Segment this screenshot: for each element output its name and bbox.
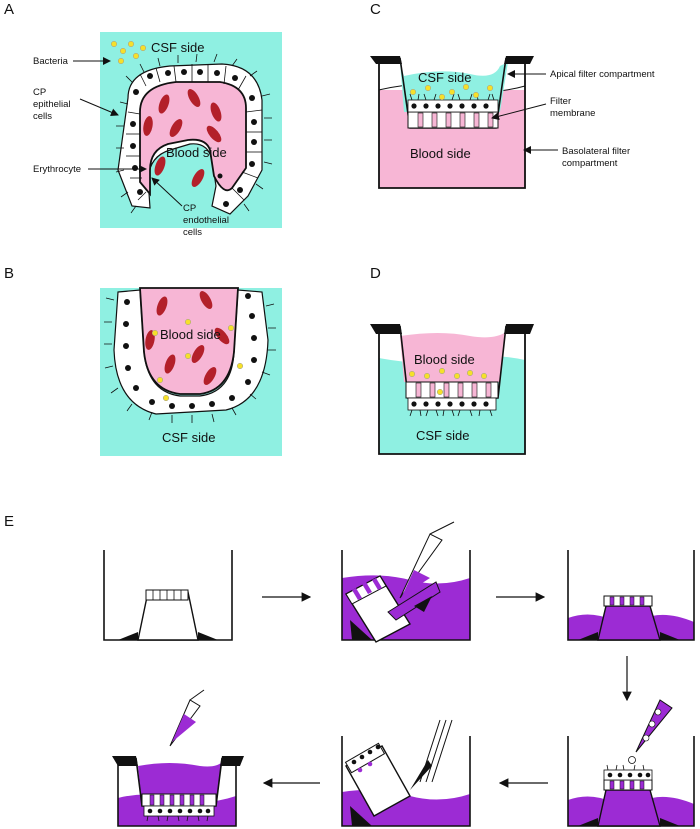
panel-a: A [4, 1, 282, 238]
bacteria-label: Bacteria [33, 56, 69, 67]
cp-epithelial-label-3: cells [33, 111, 52, 122]
panel-d-letter: D [370, 265, 381, 282]
apical-medium [400, 62, 508, 112]
apical-medium [400, 332, 506, 382]
apical-compartment-label: Apical filter compartment [550, 69, 655, 80]
csf-side-label: CSF side [151, 40, 204, 55]
cell-nuclei [130, 69, 257, 207]
blood-side-label: Blood side [166, 145, 227, 160]
bacteria [110, 40, 147, 65]
bacteria [408, 367, 488, 396]
cp-epithelial-label-1: CP [33, 87, 46, 98]
outer-well [378, 330, 526, 455]
cp-endothelial-label-3: cells [183, 227, 202, 238]
step-3-upright-insert [567, 550, 695, 641]
step-5-inverting-insert [341, 719, 471, 827]
cp-epithelial-label-2: epithelial [33, 99, 71, 110]
cp-endothelial-label-2: endothelial [183, 215, 229, 226]
basolateral-label-2: compartment [562, 158, 618, 169]
panel-c: C CSF side Blood side Apical filter comp… [370, 1, 655, 189]
step-1-empty-insert [103, 550, 233, 641]
csf-side-label: CSF side [162, 430, 215, 445]
basolateral-label-1: Basolateral filter [562, 146, 630, 157]
panel-c-letter: C [370, 1, 381, 18]
epithelial-cell-layer [113, 289, 269, 415]
panel-d: D Blood side CSF side [370, 265, 534, 455]
panel-b: B Blood side CSF side [4, 265, 282, 456]
cell-borders [126, 64, 263, 201]
blood-side-label: Blood side [410, 146, 471, 161]
panel-b-letter: B [4, 265, 14, 282]
blood-side-label: Blood side [414, 352, 475, 367]
microvilli [115, 53, 273, 214]
blood-side-label: Blood side [160, 327, 221, 342]
panel-e-letter: E [4, 513, 14, 530]
step-2-tilted-insert-seeding [341, 521, 471, 643]
step-4-seeding-cells [567, 699, 695, 827]
bacteria [409, 83, 494, 101]
erythrocytes [145, 291, 230, 385]
filter-membrane-label-2: membrane [550, 108, 595, 119]
step-6-inverted-culture [112, 689, 244, 827]
microvilli [104, 297, 276, 423]
cell-nuclei [123, 293, 257, 409]
panel-e: E [4, 513, 695, 827]
cp-endothelial-label-1: CP [183, 203, 196, 214]
panel-a-letter: A [4, 1, 14, 18]
filter-membrane-label-1: Filter [550, 96, 571, 107]
csf-side-label: CSF side [416, 428, 469, 443]
bacteria [151, 318, 244, 402]
csf-side-label: CSF side [418, 70, 471, 85]
epithelial-monolayer [407, 397, 497, 417]
erythrocyte-label: Erythrocyte [33, 164, 81, 175]
erythrocytes [143, 89, 222, 187]
outer-well [378, 62, 526, 189]
